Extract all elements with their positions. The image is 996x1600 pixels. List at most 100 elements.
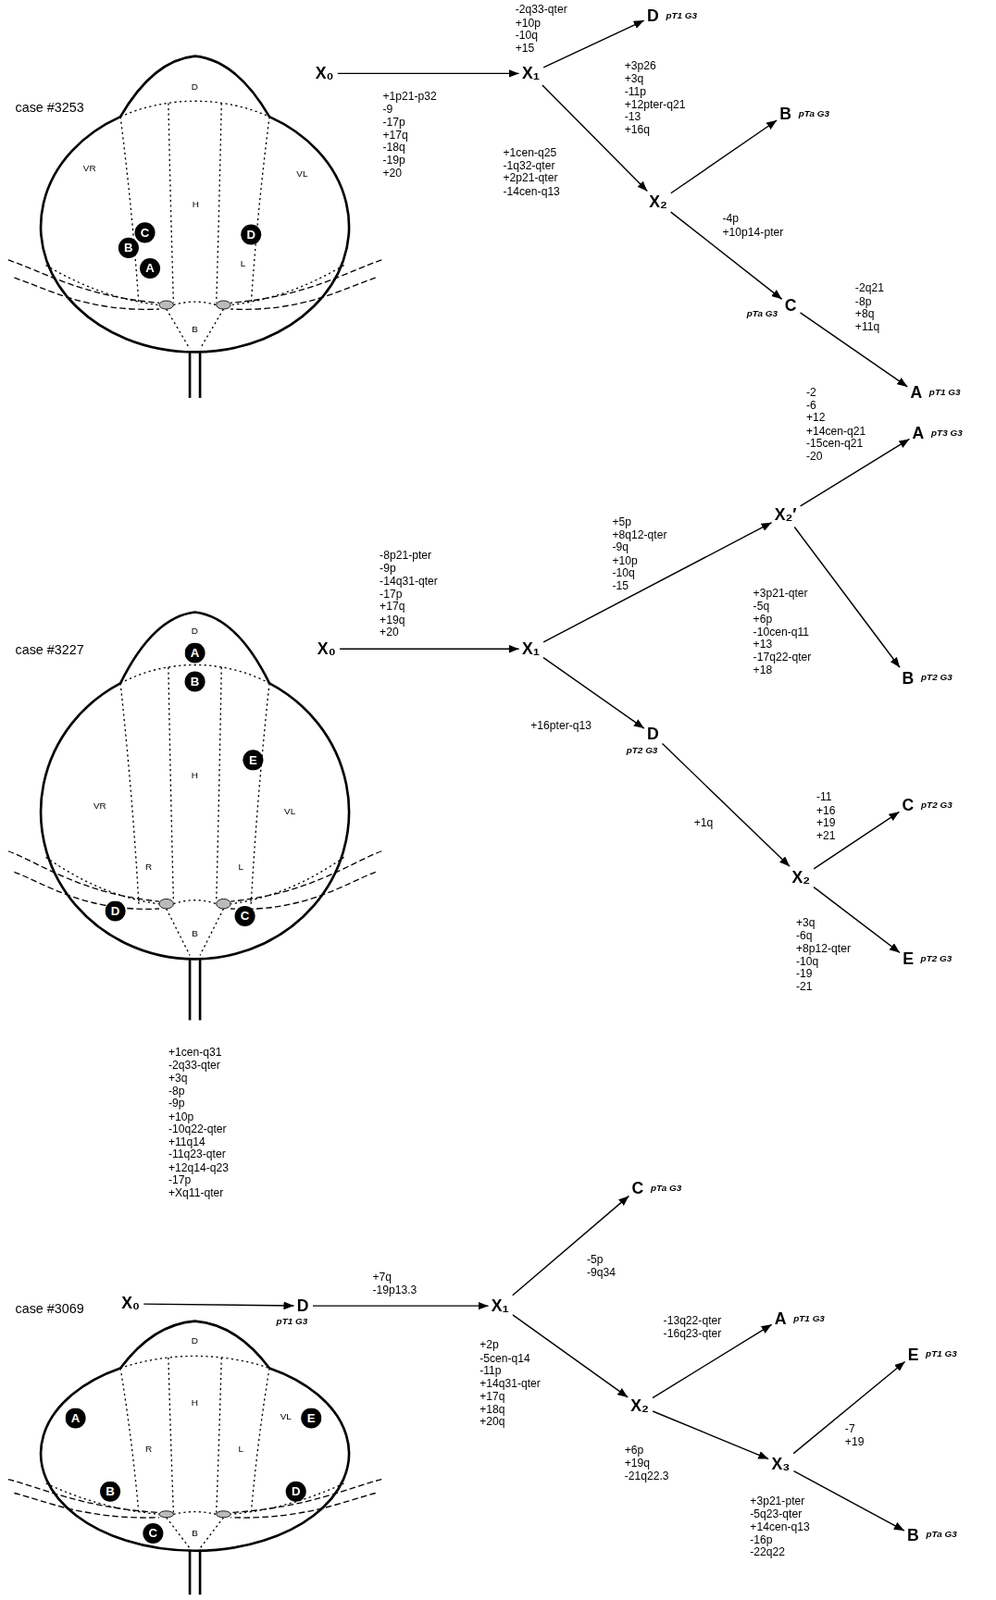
clone-node: BpTa G3 bbox=[777, 103, 794, 125]
alteration-list: +1cen-q25 -1q32-qter +2p21-qter -14cen-q… bbox=[503, 146, 606, 198]
clone-node: DpT1 G3 bbox=[295, 1295, 312, 1317]
node-letter: X₃ bbox=[771, 1456, 790, 1473]
clone-node: EpT1 G3 bbox=[905, 1344, 921, 1366]
region-label: VL bbox=[296, 168, 308, 178]
site-marker: A bbox=[65, 1407, 87, 1429]
urethra-line bbox=[199, 350, 202, 399]
stage-grade: pT2 G3 bbox=[626, 746, 659, 757]
alteration-list: -4p +10p14-pter bbox=[722, 211, 825, 238]
clone-node: ApT3 G3 bbox=[909, 423, 926, 445]
region-label: D bbox=[191, 625, 199, 635]
stage-grade: pTa G3 bbox=[650, 1183, 682, 1195]
evolution-arrow bbox=[661, 744, 790, 868]
alteration-list: -2q21 -8p +8q +11q bbox=[855, 281, 958, 333]
site-marker: A bbox=[139, 258, 161, 279]
clone-node: ApT1 G3 bbox=[908, 382, 924, 403]
alteration-list: +1p21-p32 -9 -17p +17q -18q -19p +20 bbox=[382, 89, 485, 179]
node-letter: X₀ bbox=[121, 1295, 140, 1313]
urethra-line bbox=[188, 958, 192, 1021]
stage-grade: pT1 G3 bbox=[793, 1314, 825, 1325]
alteration-list: -5p -9q34 bbox=[586, 1253, 689, 1280]
clone-node: EpT2 G3 bbox=[900, 948, 916, 970]
evolution-arrow bbox=[143, 1304, 294, 1307]
node-letter: X₁ bbox=[522, 640, 540, 658]
node-letter: A bbox=[71, 1412, 81, 1425]
node-letter: C bbox=[140, 226, 150, 239]
region-label: VR bbox=[83, 163, 97, 174]
site-marker: B bbox=[99, 1481, 121, 1503]
node-letter: X₁ bbox=[522, 65, 540, 83]
alteration-list: -11 +16 +19 +21 bbox=[816, 790, 919, 842]
site-marker: D bbox=[286, 1481, 307, 1503]
evolution-arrow bbox=[794, 1471, 905, 1532]
alteration-list: -7 +19 bbox=[845, 1422, 947, 1449]
evolution-arrow bbox=[512, 1195, 630, 1295]
alteration-list: -13q22-qter -16q23-qter bbox=[663, 1314, 766, 1341]
urethra-line bbox=[199, 958, 202, 1021]
evolution-arrow bbox=[652, 1411, 769, 1460]
region-label: H bbox=[191, 771, 199, 781]
region-label: VR bbox=[93, 801, 107, 811]
site-marker: E bbox=[242, 749, 263, 771]
node-letter: A bbox=[912, 425, 925, 443]
node-letter: C bbox=[784, 298, 797, 315]
alteration-list: +3p21-pter -5q23-qter +14cen-q13 -16p -2… bbox=[749, 1494, 852, 1559]
clone-node: X₂ bbox=[647, 191, 670, 212]
region-label: D bbox=[191, 82, 199, 92]
urethra-line bbox=[199, 1550, 202, 1596]
stage-grade: pT1 G3 bbox=[665, 11, 698, 22]
case-label: case #3227 bbox=[15, 642, 85, 656]
bladder-outline bbox=[8, 611, 383, 959]
stage-grade: pT1 G3 bbox=[276, 1317, 309, 1328]
clone-node: X₀ bbox=[312, 62, 336, 84]
clone-node: CpT2 G3 bbox=[899, 796, 916, 817]
region-label: L bbox=[240, 258, 247, 268]
alteration-list: -2q33-qter +10p -10q +15 bbox=[515, 2, 618, 54]
evolution-arrow bbox=[312, 1305, 489, 1307]
clone-node: X₃ bbox=[769, 1454, 792, 1475]
region-label: B bbox=[191, 324, 199, 335]
evolution-arrow bbox=[671, 120, 777, 194]
urethra-line bbox=[188, 350, 192, 399]
clone-node: ApT1 G3 bbox=[772, 1308, 789, 1330]
node-letter: A bbox=[909, 385, 922, 402]
node-letter: E bbox=[307, 1412, 316, 1425]
site-marker: E bbox=[300, 1407, 322, 1429]
node-letter: X₂ bbox=[792, 869, 811, 886]
urethra-line bbox=[188, 1550, 192, 1596]
node-letter: C bbox=[902, 797, 915, 815]
evolution-arrow bbox=[543, 658, 645, 729]
stage-grade: pT3 G3 bbox=[931, 428, 963, 439]
site-marker: D bbox=[240, 224, 262, 246]
region-label: H bbox=[191, 1398, 199, 1408]
stage-grade: pTa G3 bbox=[798, 109, 830, 120]
clone-node: X₂ bbox=[628, 1395, 651, 1417]
clone-node: X₁ bbox=[489, 1295, 511, 1317]
region-label: L bbox=[237, 862, 244, 872]
clone-node: BpTa G3 bbox=[905, 1525, 922, 1546]
node-letter: E bbox=[249, 754, 258, 767]
alteration-list: +3p26 +3q -11p +12pter-q21 -13 +16q bbox=[624, 59, 727, 137]
region-label: VL bbox=[284, 806, 296, 816]
clone-node: BpT2 G3 bbox=[899, 668, 916, 689]
node-letter: E bbox=[902, 950, 914, 968]
node-letter: C bbox=[149, 1527, 159, 1540]
alteration-list: +3p21-qter -5q +6p -10cen-q11 +13 -17q22… bbox=[753, 586, 856, 676]
node-letter: D bbox=[647, 8, 660, 25]
alteration-list: +7q -19p13.3 bbox=[372, 1270, 474, 1297]
evolution-arrow bbox=[794, 527, 900, 669]
clone-node: CpTa G3 bbox=[783, 296, 799, 317]
alteration-list: +5p +8q12-qter -9q +10p -10q -15 bbox=[611, 515, 714, 593]
clone-node: X₁ bbox=[520, 638, 542, 660]
alteration-list: +16pter-q13 bbox=[530, 719, 633, 733]
evolution-arrow bbox=[543, 522, 772, 643]
clone-node: CpTa G3 bbox=[629, 1178, 646, 1199]
alteration-list: +1cen-q31 -2q33-qter +3q -8p -9p +10p -1… bbox=[168, 1045, 271, 1199]
evolution-arrow bbox=[339, 647, 520, 649]
node-letter: B bbox=[124, 241, 134, 254]
region-label: H bbox=[192, 199, 200, 210]
node-letter: X₁ bbox=[491, 1297, 510, 1315]
alteration-list: +6p +19q -21q22.3 bbox=[624, 1444, 727, 1482]
stage-grade: pTa G3 bbox=[747, 309, 778, 320]
stage-grade: pT2 G3 bbox=[921, 800, 953, 811]
